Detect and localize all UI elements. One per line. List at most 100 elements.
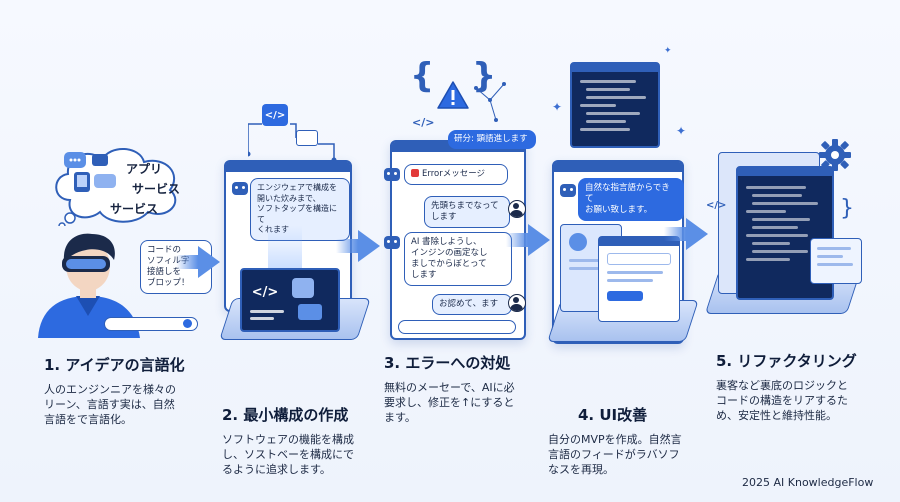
code-line <box>586 120 626 123</box>
step4-desc-line-2: 言語のフィードがラバソフ <box>548 448 680 461</box>
code-line <box>580 128 630 131</box>
code-brackets-icon: </> <box>251 284 279 300</box>
step2-desc-line-1: ソフトウェアの機能を構成 <box>222 433 354 446</box>
step3-desc-line-2: 要求し、修正を↑にすると <box>384 396 515 409</box>
code-line <box>752 250 808 253</box>
code-line <box>586 112 640 115</box>
ai-bubble-line-3: ソフトタップを構造にて <box>257 204 337 224</box>
step2-desc-line-3: るように追求します。 <box>222 463 331 476</box>
code-line <box>746 186 806 189</box>
code-screen <box>570 62 660 148</box>
step3-title: 3. エラーへの対処 <box>384 354 511 372</box>
flow-arrow-3 <box>506 224 550 256</box>
chat-icon-cluster <box>62 150 122 198</box>
folder-icon <box>298 304 322 320</box>
window-titlebar <box>554 162 682 172</box>
curly-brace-left-icon: { <box>410 56 435 96</box>
step2-desc-line-2: し、ソストベーを構成にで <box>222 448 354 461</box>
code-line <box>752 202 818 205</box>
code-line <box>752 242 790 245</box>
code-line <box>586 88 630 91</box>
puzzle-icon <box>292 278 314 298</box>
connector-lines <box>245 114 338 164</box>
ui-request-line-1: 自然な指言語からできて <box>585 183 670 204</box>
ui-button <box>607 291 643 301</box>
user-avatar <box>508 200 526 218</box>
user-reply-bubble-2: お認めて、ます <box>432 294 512 315</box>
code-icon: </> <box>262 104 288 126</box>
ai-reply-bubble: AI 書除しようし、 インジンの画定なし ましでからぼとって します <box>404 232 512 286</box>
profile-avatar <box>569 233 587 251</box>
code-panel: </> <box>240 268 340 332</box>
code-line <box>580 104 616 107</box>
gear-icon <box>818 138 852 172</box>
robot-icon <box>384 236 400 249</box>
step1-desc-line-1: 人のエンジンニアを様々の <box>44 383 176 396</box>
ai-bubble-line-2: 開いた炊みまで、 <box>257 193 321 203</box>
sparkle-icon: ✦ <box>552 100 563 114</box>
error-message: Errorメッセージ <box>422 169 486 179</box>
code-line <box>746 210 786 213</box>
warning-icon <box>436 80 470 110</box>
step3-desc-line-1: 無料のメーセーで、AIに必 <box>384 381 515 394</box>
step2-description: ソフトウェアの機能を構成 し、ソストベーを構成にで るように追求します。 <box>222 432 354 477</box>
code-tag-icon: </> <box>412 116 435 129</box>
step3-desc-line-3: ます。 <box>384 411 416 424</box>
reply2-line-2: インジンの画定なし <box>411 248 488 258</box>
step5-desc-line-3: め、安定性と維持性能。 <box>716 409 837 422</box>
step1-title: 1. アイデアの言語化 <box>44 356 185 374</box>
reply2-line-1: AI 書除しようし、 <box>411 237 482 247</box>
code-line <box>746 234 808 237</box>
step2-title: 2. 最小構成の作成 <box>222 406 349 424</box>
panel-header <box>599 237 679 246</box>
code-line <box>752 226 798 229</box>
robot-icon <box>560 184 576 197</box>
reply1-line-1: 先頭ちまでなって <box>431 201 499 211</box>
ui-line <box>569 259 609 262</box>
cloud-word-3: サービス <box>110 202 159 216</box>
cloud-word-1: アプリ <box>126 162 163 176</box>
step4-desc-line-1: 自分のMVPを作成。自然言 <box>548 433 682 446</box>
step5-desc-line-1: 裏客など裏底のロジックと <box>716 379 848 392</box>
reply1-line-2: します <box>431 212 457 222</box>
code-line <box>817 247 851 250</box>
speech-line-3: 接語しを <box>147 267 182 277</box>
flow-arrow-1 <box>176 246 220 278</box>
screen-titlebar <box>572 64 658 72</box>
screen-titlebar <box>738 168 832 176</box>
status-tag-bubble: 研分: 顕語進します <box>448 130 536 149</box>
speech-line-1: コードの <box>147 245 182 255</box>
user-avatar <box>508 294 526 312</box>
code-tag-icon: </> <box>706 200 727 211</box>
ui-input-field <box>607 253 671 265</box>
step4-description: 自分のMVPを作成。自然言 言語のフィードがラバソフ なスを再現。 <box>548 432 682 477</box>
user-reply-bubble-1: 先頭ちまでなって します <box>424 196 510 228</box>
step4-desc-line-3: なスを再現。 <box>548 463 614 476</box>
error-warning-icon <box>411 169 419 177</box>
side-code-panel <box>810 238 862 284</box>
step5-title: 5. リファクタリング <box>716 352 857 370</box>
speech-line-2: ソフィル字 <box>147 256 190 266</box>
code-line <box>817 263 853 266</box>
prompt-input-bar[interactable] <box>104 317 198 331</box>
curly-brace-icon: } <box>840 196 854 221</box>
ai-bubble-line-1: エンジウェアで構成を <box>257 183 337 192</box>
sparkle-icon: ✦ <box>676 124 687 138</box>
error-bubble: Errorメッセージ <box>404 164 508 185</box>
code-line <box>817 255 843 258</box>
code-line <box>746 258 790 261</box>
robot-icon <box>232 182 248 195</box>
code-line <box>250 317 274 320</box>
flow-arrow-2 <box>336 230 380 262</box>
send-icon[interactable] <box>183 319 192 328</box>
sparkle-icon: ✦ <box>664 46 672 56</box>
chat-input-bar[interactable] <box>398 320 516 334</box>
ui-line <box>569 267 599 270</box>
ui-line <box>607 271 663 274</box>
ui-line <box>607 279 653 282</box>
robot-icon <box>384 168 400 181</box>
ui-request-line-2: お願い致します。 <box>585 205 653 215</box>
window-titlebar <box>226 162 350 172</box>
footer-credit: 2025 AI KnowledgeFlow <box>742 476 874 489</box>
reply2-line-4: します <box>411 270 437 280</box>
